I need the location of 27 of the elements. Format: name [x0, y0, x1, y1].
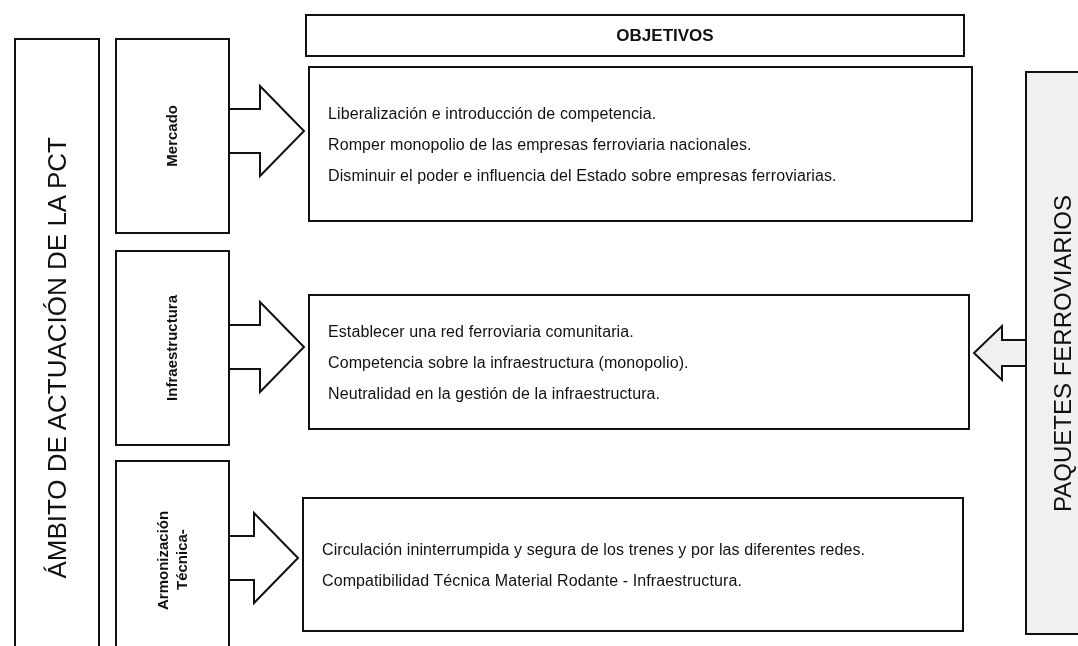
block-arrow: [228, 83, 306, 179]
objective-text: Competencia sobre la infraestructura (monopolio).: [328, 352, 689, 373]
objective-text: Establecer una red ferroviaria comunitaria.: [328, 321, 634, 342]
label-box: [115, 460, 230, 646]
vertical-label: Infraestructura: [163, 295, 182, 401]
label-box: [115, 38, 230, 234]
objective-text: Romper monopolio de las empresas ferroviaria nacionales.: [328, 134, 752, 155]
block-arrow: [228, 299, 306, 395]
vertical-label: Armonización Técnica-: [153, 509, 191, 612]
vertical-label: Mercado: [163, 105, 182, 167]
objective-text: Disminuir el poder e influencia del Estado sobre empresas ferroviarias.: [328, 165, 837, 186]
heading: OBJETIVOS: [615, 25, 715, 46]
objectives-box: [302, 497, 964, 632]
block-arrow: [972, 323, 1027, 383]
vertical-label: PAQUETES FERROVIARIOS: [1047, 194, 1077, 512]
objectives-box: [308, 66, 973, 222]
objective-text: Circulación ininterrumpida y segura de los trenes y por las diferentes redes.: [322, 539, 866, 560]
label-box: [1025, 71, 1078, 635]
label-box: [115, 250, 230, 446]
objectives-box: [308, 294, 970, 430]
objective-text: Liberalización e introducción de competencia.: [328, 103, 657, 124]
vertical-label: ÁMBITO DE ACTUACIÓN DE LA PCT: [40, 137, 73, 579]
objective-text: Compatibilidad Técnica Material Rodante - Infraestructura.: [322, 570, 742, 591]
objective-text: Neutralidad en la gestión de la infraestructura.: [328, 383, 661, 404]
block-arrow: [228, 510, 300, 606]
header-box: [305, 14, 965, 57]
label-box: [14, 38, 100, 646]
